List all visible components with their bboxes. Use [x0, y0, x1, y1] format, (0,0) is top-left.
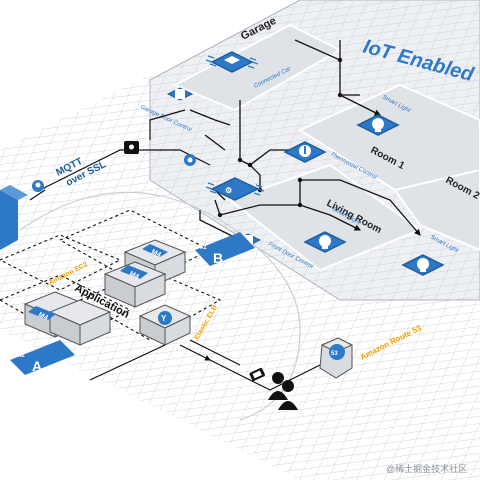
room2-floor	[393, 168, 480, 252]
door-icon	[175, 89, 185, 99]
light-bulb-icon	[420, 267, 426, 272]
thermometer-icon	[304, 146, 306, 154]
room1-floor	[297, 83, 480, 192]
svg-text:AZ: AZ	[200, 245, 207, 251]
device-connections	[189, 39, 421, 241]
az-b-label: B	[213, 250, 223, 266]
users-icon	[268, 372, 298, 410]
az-a-label: A	[32, 358, 42, 374]
az-b-badge: AZ B	[195, 232, 255, 266]
aws-iot-block	[0, 185, 28, 250]
route53-badge: 53	[331, 351, 338, 357]
svg-text:⚙: ⚙	[225, 186, 232, 195]
elb-load-balancer: Y	[138, 304, 192, 346]
m4-instance	[103, 261, 167, 308]
m4-label: M4	[150, 248, 162, 258]
route53-dns	[319, 337, 354, 379]
m4-instance	[28, 299, 112, 346]
svg-text:AZ: AZ	[18, 353, 25, 359]
smart-light-living-chip	[303, 231, 347, 253]
connected-car-chip	[205, 51, 259, 73]
iot-hub-chip: ⚙	[205, 177, 265, 201]
mqtt-bulb-icon	[32, 180, 44, 192]
garage-door-control-device	[166, 87, 194, 101]
m4-label: M4	[37, 311, 49, 321]
m4-label: M4	[128, 270, 140, 280]
lock-icon	[124, 141, 139, 154]
mobile-phone-icon	[249, 367, 265, 381]
svg-text:Y: Y	[161, 314, 167, 323]
thermostat-chip	[283, 141, 327, 163]
light-bulb-icon	[322, 244, 328, 249]
car-icon	[224, 56, 240, 64]
watermark: @稀土掘金技术社区	[386, 463, 467, 474]
smart-light-top-chip	[356, 114, 400, 136]
mqtt-endpoint-icon	[184, 154, 196, 166]
az-a-badge: AZ A	[10, 340, 75, 375]
light-bulb-icon	[375, 127, 381, 132]
smart-light-right-chip	[401, 254, 445, 276]
